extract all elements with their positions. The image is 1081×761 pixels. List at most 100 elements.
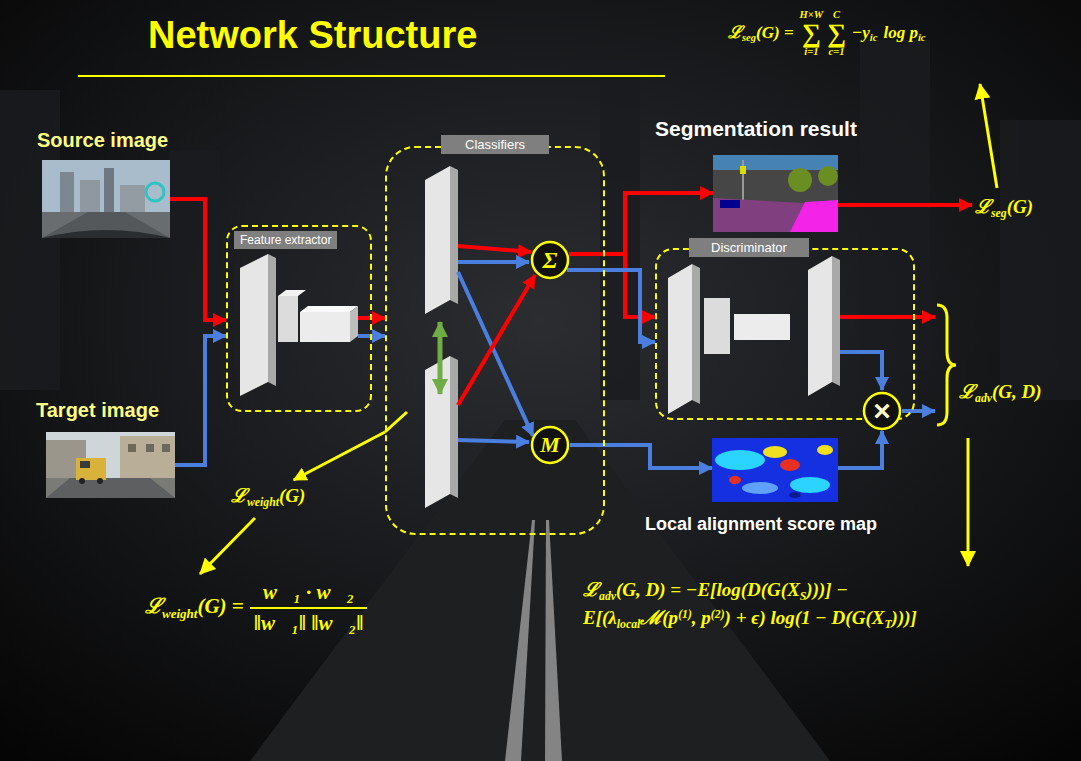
multiply-circle: ×	[862, 391, 902, 431]
extractor-layers-part	[240, 254, 268, 396]
formula-term: adv	[599, 590, 616, 603]
target-photo-part	[46, 432, 175, 498]
loss-term-part: (G, D)	[992, 381, 1042, 402]
target-photo-part	[79, 478, 85, 484]
score-map-picture	[712, 438, 838, 502]
road-lines-part	[545, 520, 562, 761]
extractor-layers	[240, 254, 358, 396]
discriminator-layers-part	[704, 298, 730, 354]
classifier-layers-part	[450, 166, 458, 304]
classifier-outputs	[458, 246, 535, 442]
flow-arrow	[372, 316, 385, 320]
summation: H×W∑i=1	[800, 10, 824, 57]
classifier-layers-part	[450, 356, 458, 498]
loss-term-part: weight	[247, 496, 279, 509]
classifier-outputs-part	[458, 246, 531, 252]
source-photo-part	[80, 180, 100, 212]
target-photo-part	[162, 444, 170, 452]
formula-term: (2)	[711, 608, 725, 621]
loss-term-part: ℒ	[975, 196, 991, 217]
operator-symbol: Σ	[543, 248, 558, 272]
source-photo-part	[42, 230, 170, 238]
classifiers-box: ClassifiersΣM	[385, 146, 605, 535]
summation: C∑c=1	[827, 10, 846, 57]
target-photo-part	[146, 444, 154, 452]
formula-term: (G) =	[197, 594, 243, 618]
title-underline	[78, 75, 665, 77]
segmentation-picture-part	[740, 166, 746, 174]
formula: ℒadv(G, D) = −E[log(D(G(XS)))] −	[583, 578, 848, 605]
formula-term: w⃗₁ · w⃗₂	[250, 580, 368, 609]
source-photo-part	[60, 172, 74, 212]
adv-brace	[937, 305, 956, 425]
building-silhouettes-part	[170, 150, 220, 400]
extractor-layers-part	[278, 290, 306, 296]
formula-term: ℒ	[583, 579, 599, 600]
formula-term: weight	[162, 606, 197, 621]
flow-arrow	[570, 445, 712, 468]
discriminator-layers-part	[808, 256, 832, 396]
discriminator-layers-part	[668, 264, 692, 414]
classifier-outputs-part	[458, 275, 535, 405]
formula-term: ℳ(p	[640, 607, 678, 628]
discriminator-layers-part	[832, 256, 840, 386]
formula-term: H×W	[800, 10, 824, 21]
segmentation-picture-part	[713, 198, 838, 232]
source-photo-part	[42, 212, 170, 238]
segmentation-picture-part	[790, 200, 838, 232]
flow-arrow	[838, 431, 882, 468]
extractor-layers-part	[300, 312, 350, 342]
operator-symbol: ×	[873, 396, 891, 426]
source-photo-part	[146, 183, 164, 201]
target-photo-part	[80, 461, 90, 468]
circle-shape	[532, 427, 568, 463]
formula: ℒweight(G) =w⃗₁ · w⃗₂‖w⃗₁‖ ‖w⃗₂‖	[145, 580, 367, 636]
target-photo-part	[97, 478, 103, 484]
target-photo-part	[128, 444, 136, 452]
operator-symbol: M	[540, 434, 560, 456]
discriminator-box: Discriminator×	[655, 248, 915, 420]
score-map-picture-part	[780, 459, 800, 471]
discriminator-outputs	[840, 317, 915, 390]
weight-double-arrow	[438, 322, 443, 394]
segmentation-picture-part	[713, 155, 838, 232]
formula-term: −y	[852, 23, 870, 42]
extractor-layers-part	[350, 306, 358, 342]
formula-term: local	[617, 618, 641, 631]
formula-term: )))]	[892, 607, 917, 628]
formula-term: i=1	[800, 47, 824, 58]
image-heading: Source image	[37, 129, 168, 152]
flow-arrow	[175, 336, 226, 465]
mask-circle: M	[530, 425, 570, 465]
target-photo-part	[76, 458, 106, 480]
formula-term: seg	[742, 32, 756, 43]
classifier-outputs-part	[458, 440, 529, 442]
weight-leader	[385, 412, 407, 432]
source-photo-part	[42, 212, 170, 238]
formula-term: S	[800, 590, 807, 603]
road-lines-part	[505, 520, 535, 761]
section-tag: Classifiers	[441, 135, 549, 154]
source-photo-part	[42, 160, 170, 238]
formula-term: (G) =	[756, 23, 794, 42]
formula-term: ℒ	[145, 594, 162, 618]
target-photo-part	[120, 436, 175, 482]
formula-term: ∑	[827, 21, 846, 47]
formula-term: ℒ	[728, 23, 742, 42]
formula-term: E[(λ	[583, 607, 617, 628]
discriminator-layers-part	[734, 314, 790, 340]
score-map-picture-part	[790, 477, 830, 493]
target-photo-part	[46, 478, 175, 498]
segmentation-image: Segmentation result	[713, 155, 838, 232]
loss-term-part: adv	[975, 392, 992, 405]
source-photo	[42, 160, 170, 238]
segmentation-picture	[713, 155, 838, 232]
score-map-picture-part	[789, 492, 801, 498]
flow-arrow	[915, 315, 935, 319]
flow-arrow	[902, 409, 935, 413]
extractor-outputs-part	[358, 334, 372, 338]
formula: E[(λlocalℳ(p(1), p(2)) + ϵ) log(1 − D(G(…	[583, 606, 917, 633]
